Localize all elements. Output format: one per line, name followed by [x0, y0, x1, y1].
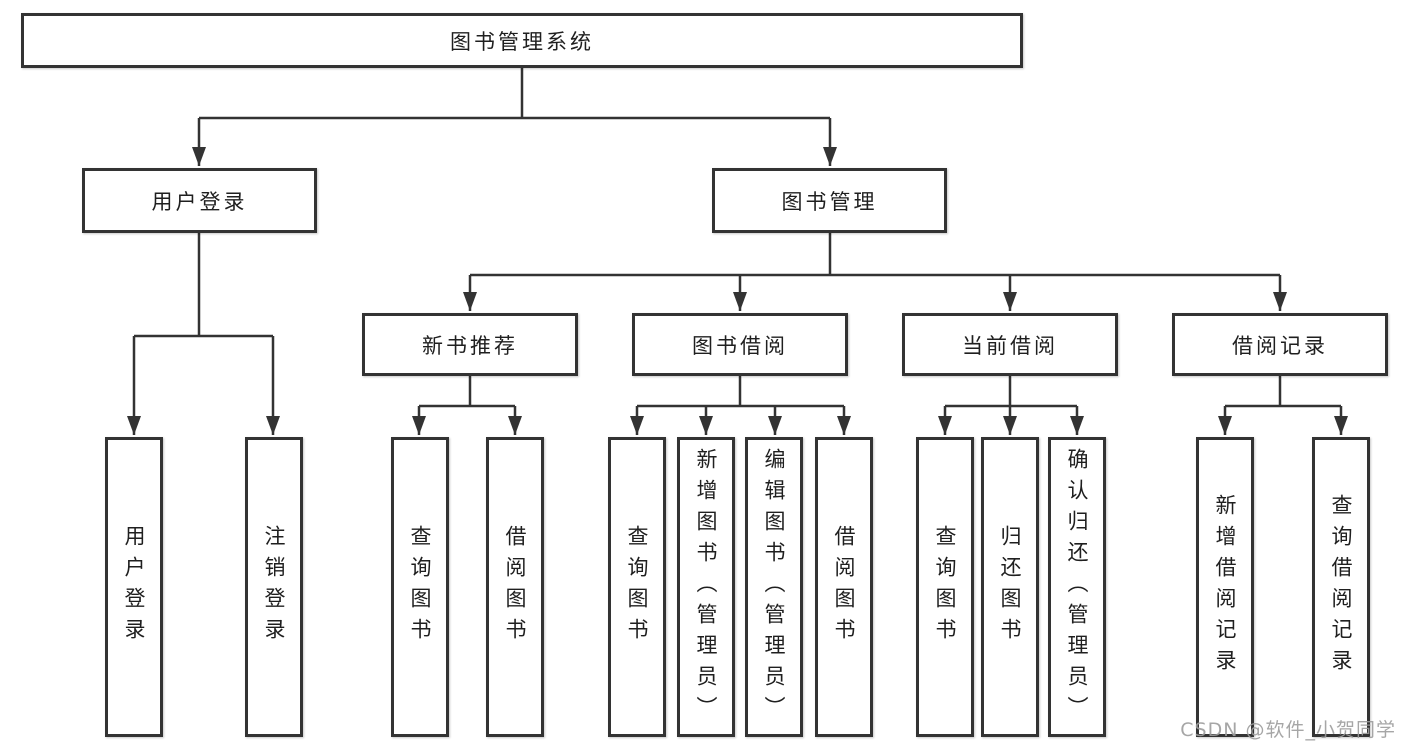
- leaf-return-books: 归还图书: [981, 437, 1039, 737]
- leaf-add-books-admin: 新增图书（管理员）: [677, 437, 735, 737]
- leaf-logout: 注销登录: [245, 437, 303, 737]
- node-current-borrowing: 当前借阅: [902, 313, 1118, 376]
- node-borrowing-records: 借阅记录: [1172, 313, 1388, 376]
- node-book-management: 图书管理: [712, 168, 947, 233]
- connector-trunks: [134, 68, 1341, 408]
- leaf-query-books-3: 查询图书: [916, 437, 974, 737]
- leaf-borrow-books-1: 借阅图书: [486, 437, 544, 737]
- leaf-query-books-2: 查询图书: [608, 437, 666, 737]
- node-new-book-recommend: 新书推荐: [362, 313, 578, 376]
- leaf-user-login: 用户登录: [105, 437, 163, 737]
- leaf-query-borrow-record: 查询借阅记录: [1312, 437, 1370, 737]
- node-user-login: 用户登录: [82, 168, 317, 233]
- node-book-borrowing: 图书借阅: [632, 313, 848, 376]
- leaf-edit-books-admin: 编辑图书（管理员）: [745, 437, 803, 737]
- leaf-borrow-books-2: 借阅图书: [815, 437, 873, 737]
- leaf-query-books-1: 查询图书: [391, 437, 449, 737]
- leaf-confirm-return-admin: 确认归还（管理员）: [1048, 437, 1106, 737]
- node-library-management-system: 图书管理系统: [21, 13, 1023, 68]
- leaf-add-borrow-record: 新增借阅记录: [1196, 437, 1254, 737]
